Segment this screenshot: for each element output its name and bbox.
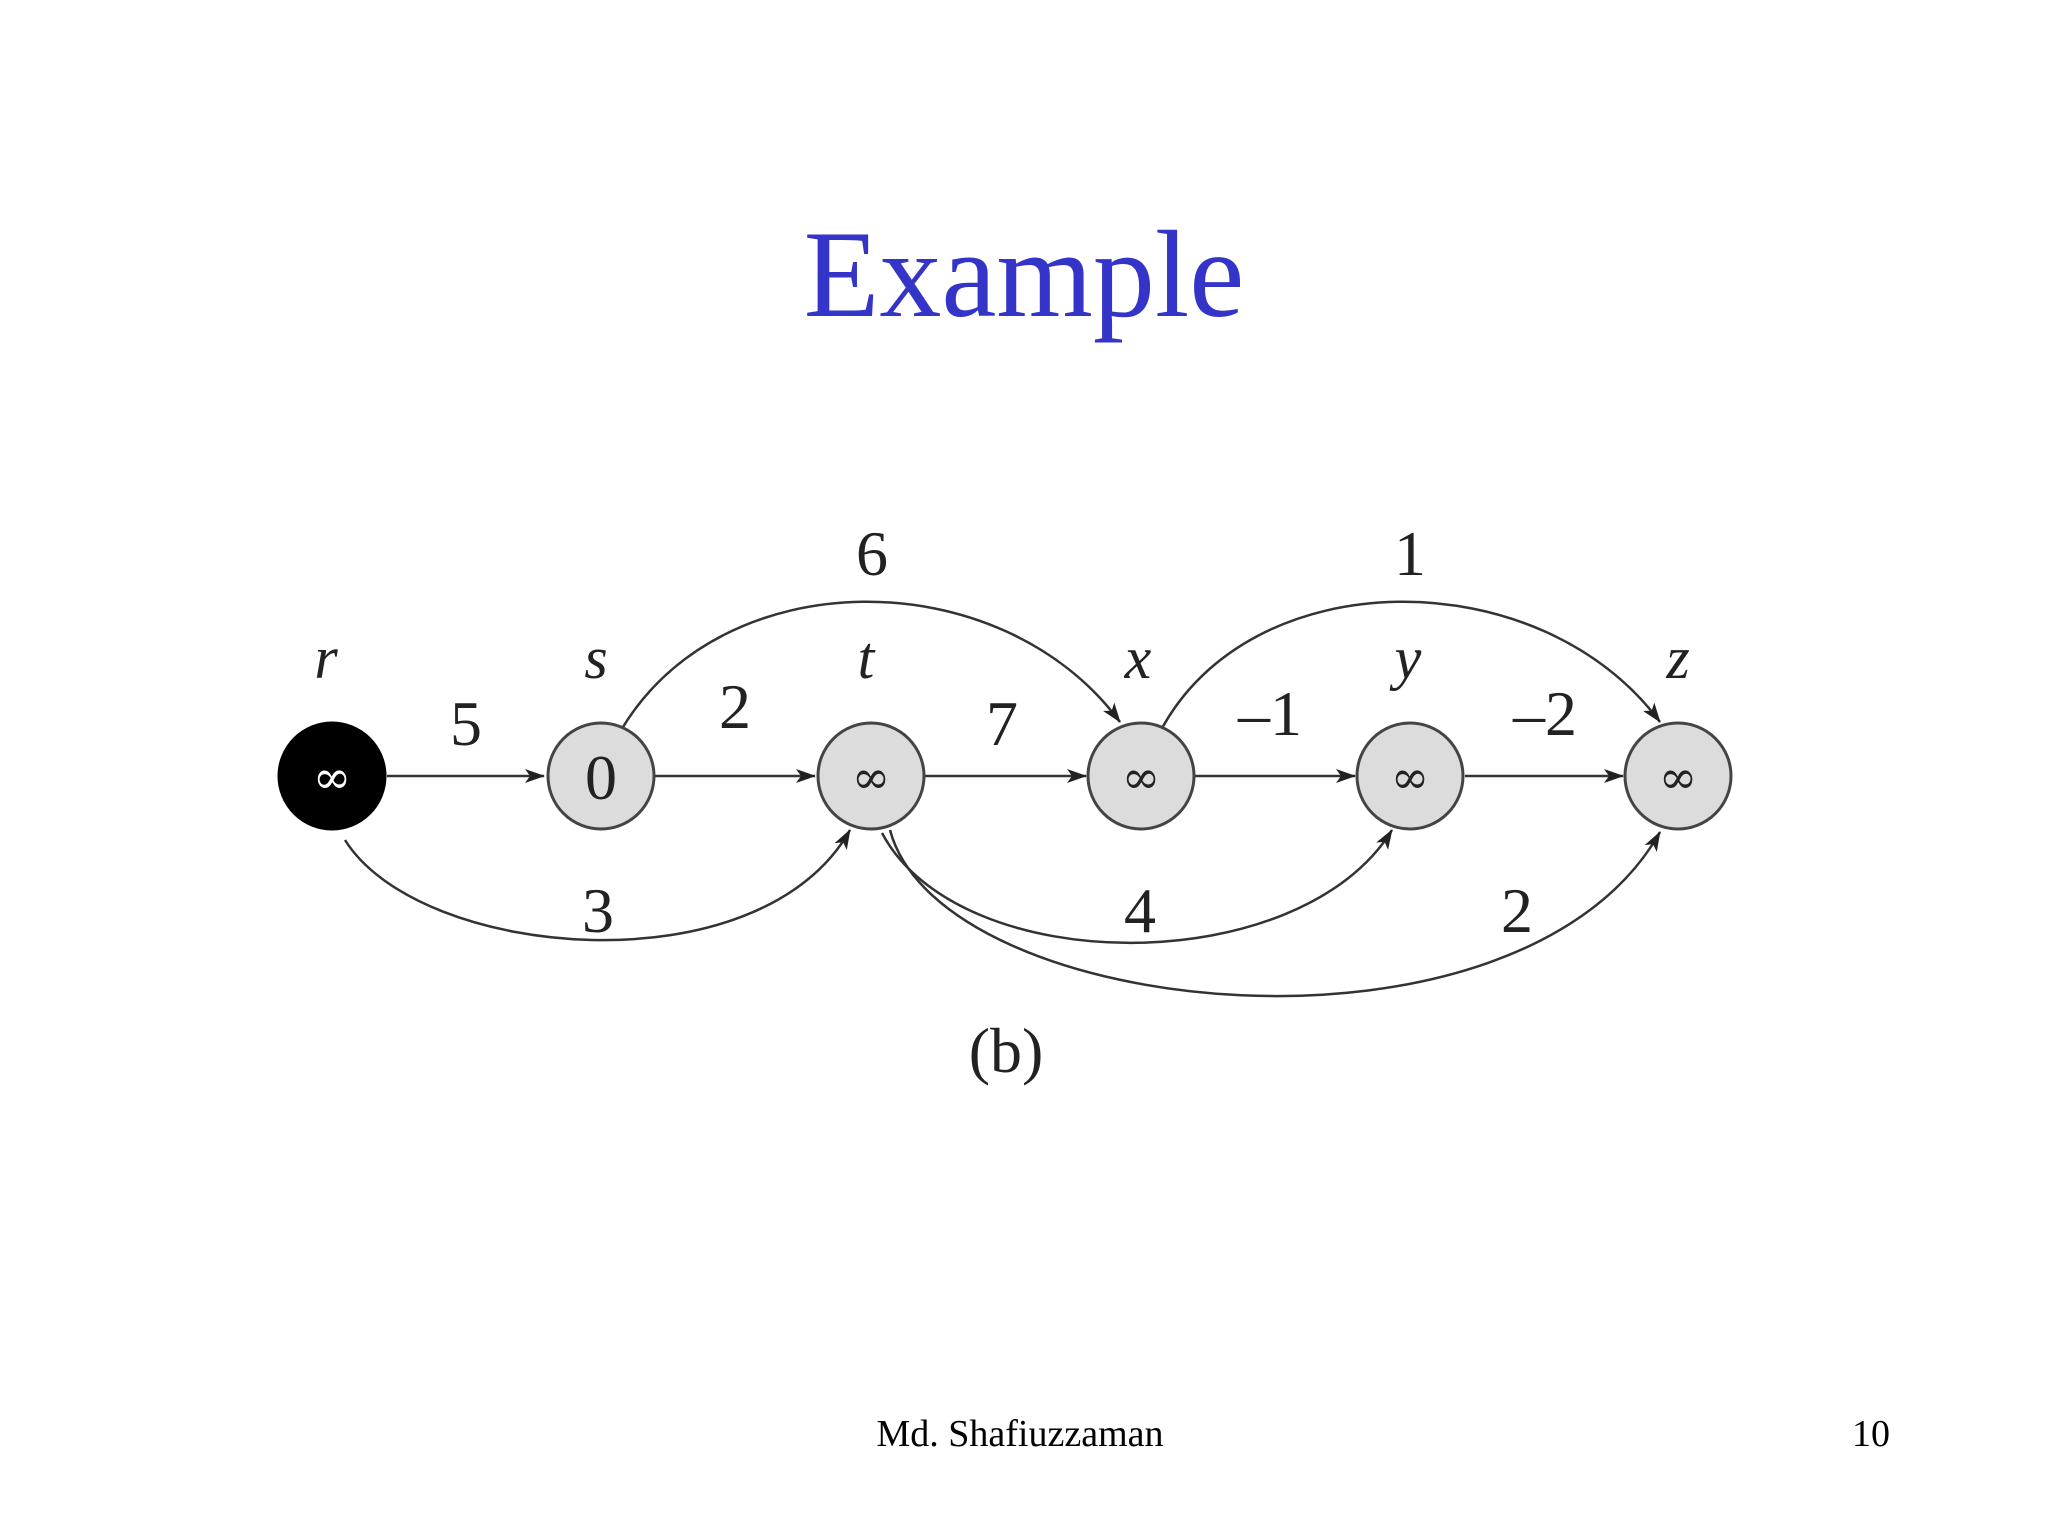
- node-label-t: t: [858, 625, 876, 691]
- footer-author: Md. Shafiuzzaman: [876, 1413, 1164, 1455]
- node-value-s: 0: [585, 742, 617, 813]
- node-x: ∞: [1086, 721, 1196, 831]
- node-r: ∞: [277, 721, 387, 831]
- node-label-x: x: [1124, 625, 1152, 691]
- node-s: 0: [546, 721, 656, 831]
- weight-s-x: 6: [856, 518, 888, 589]
- node-value-y: ∞: [1391, 750, 1429, 804]
- node-label-s: s: [584, 625, 607, 691]
- diagram-caption: (b): [969, 1015, 1044, 1086]
- weight-r-t: 3: [582, 875, 614, 946]
- node-label-y: y: [1389, 625, 1422, 691]
- node-value-z: ∞: [1659, 750, 1697, 804]
- weight-y-z: –2: [1512, 678, 1577, 749]
- node-y: ∞: [1355, 721, 1465, 831]
- edge-r-t: [343, 829, 852, 942]
- weight-t-z: 2: [1501, 875, 1533, 946]
- edge-t-z: [888, 829, 1662, 998]
- edge-x-z: [1158, 600, 1662, 733]
- weight-t-x: 7: [986, 688, 1018, 759]
- weight-s-t: 2: [719, 671, 751, 742]
- node-z: ∞: [1623, 721, 1733, 831]
- weight-x-y: –1: [1237, 678, 1302, 749]
- node-label-r: r: [314, 625, 338, 691]
- edge-s-x: [618, 600, 1122, 733]
- node-value-x: ∞: [1122, 750, 1160, 804]
- edge-t-y: [880, 829, 1394, 945]
- weight-r-s: 5: [450, 688, 482, 759]
- slide-title: Example: [803, 206, 1245, 343]
- node-value-t: ∞: [852, 750, 890, 804]
- weight-x-z: 1: [1394, 518, 1426, 589]
- page-number: 10: [1852, 1413, 1890, 1455]
- weight-t-y: 4: [1124, 875, 1156, 946]
- node-t: ∞: [816, 721, 926, 831]
- node-value-r: ∞: [313, 750, 351, 804]
- node-label-z: z: [1665, 625, 1689, 691]
